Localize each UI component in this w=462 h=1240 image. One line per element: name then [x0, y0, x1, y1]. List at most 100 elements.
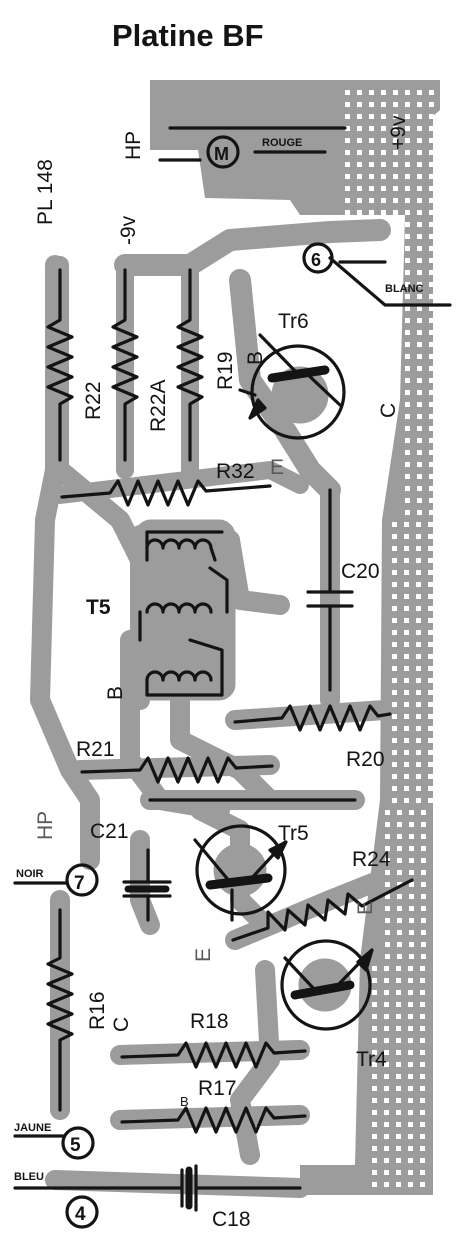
pad-hole [396, 978, 401, 983]
hp-left-label: HP [34, 811, 57, 840]
terminal-6-label: 6 [311, 250, 321, 270]
pad-hole [397, 918, 402, 923]
e-tr4-label: E [354, 901, 377, 915]
pad-hole [393, 102, 398, 107]
pad-hole [372, 990, 377, 995]
pad-hole [397, 882, 402, 887]
pad-hole [428, 750, 433, 755]
pad-hole [369, 102, 374, 107]
pad-hole [392, 762, 397, 767]
pad-hole [416, 582, 421, 587]
pad-hole [417, 186, 422, 191]
pad-hole [420, 1098, 425, 1103]
pad-hole [396, 1038, 401, 1043]
pad-hole [408, 1002, 413, 1007]
pad-hole [417, 306, 422, 311]
pad-hole [417, 258, 422, 263]
pad-hole [385, 954, 390, 959]
r22-symbol [46, 268, 74, 462]
t5-coil-mid [138, 566, 229, 642]
pad-hole [392, 690, 397, 695]
pad-hole [369, 150, 374, 155]
pad-hole [416, 570, 421, 575]
pad-hole [404, 534, 409, 539]
pad-hole [416, 690, 421, 695]
pad-hole [405, 462, 410, 467]
pad-hole [357, 90, 362, 95]
pad-hole [405, 126, 410, 131]
pad-hole [417, 150, 422, 155]
pad-hole [384, 1146, 389, 1151]
pad-hole [381, 126, 386, 131]
pad-hole [408, 1146, 413, 1151]
pad-hole [421, 834, 426, 839]
pad-hole [416, 762, 421, 767]
c20-symbol [306, 488, 354, 692]
r20-label: R20 [346, 748, 385, 771]
pad-hole [392, 630, 397, 635]
pad-hole [428, 690, 433, 695]
pad-hole [429, 246, 434, 251]
bleu-label: BLEU [14, 1171, 44, 1183]
pad-hole [372, 1026, 377, 1031]
pad-hole [420, 1062, 425, 1067]
pad-hole [397, 858, 402, 863]
pad-hole [385, 930, 390, 935]
pad-hole [384, 1158, 389, 1163]
pad-hole [404, 702, 409, 707]
pad-hole [393, 174, 398, 179]
pad-hole [372, 1098, 377, 1103]
pad-hole [404, 798, 409, 803]
pad-hole [417, 498, 422, 503]
pad-hole [409, 858, 414, 863]
pad-hole [420, 990, 425, 995]
pad-hole [417, 462, 422, 467]
pad-hole [409, 822, 414, 827]
pad-hole [421, 930, 426, 935]
pad-hole [421, 822, 426, 827]
pad-hole [392, 738, 397, 743]
pad-hole [420, 1110, 425, 1115]
pad-hole [408, 1170, 413, 1175]
pad-hole [384, 1002, 389, 1007]
pad-hole [416, 546, 421, 551]
pad-hole [429, 90, 434, 95]
pad-hole [429, 162, 434, 167]
pad-hole [384, 966, 389, 971]
pad-hole [417, 318, 422, 323]
pad-hole [404, 642, 409, 647]
pad-hole [417, 210, 422, 215]
pad-hole [372, 1062, 377, 1067]
pad-hole [385, 882, 390, 887]
r20-symbol [233, 704, 392, 732]
terminal-5 [61, 1126, 95, 1160]
tr4-arrow [356, 948, 374, 972]
pad-hole [396, 1170, 401, 1175]
pad-hole [392, 678, 397, 683]
pad-hole [421, 846, 426, 851]
pad-hole [384, 1122, 389, 1127]
pad-hole [369, 186, 374, 191]
pad-hole [404, 546, 409, 551]
pad-hole [404, 774, 409, 779]
pad-hole [397, 906, 402, 911]
pad-hole [357, 162, 362, 167]
pad-hole [396, 990, 401, 995]
board-ref-label: PL 148 [34, 159, 57, 225]
pad-hole [385, 942, 390, 947]
pad-hole [385, 810, 390, 815]
pad-hole [420, 966, 425, 971]
pad-hole [428, 606, 433, 611]
pad-hole [357, 150, 362, 155]
pad-hole [429, 450, 434, 455]
terminal-4-label: 4 [75, 1204, 86, 1225]
labels: Platine BF PL 148 HP -9v +9v M ROUGE 6 B… [14, 18, 424, 1231]
pad-hole [429, 330, 434, 335]
pad-hole [393, 126, 398, 131]
r24-symbol [231, 878, 414, 942]
pad-hole [429, 390, 434, 395]
pad-hole [429, 150, 434, 155]
pad-hole [429, 138, 434, 143]
pad-hole [417, 486, 422, 491]
terminal-5-label: 5 [70, 1135, 81, 1156]
